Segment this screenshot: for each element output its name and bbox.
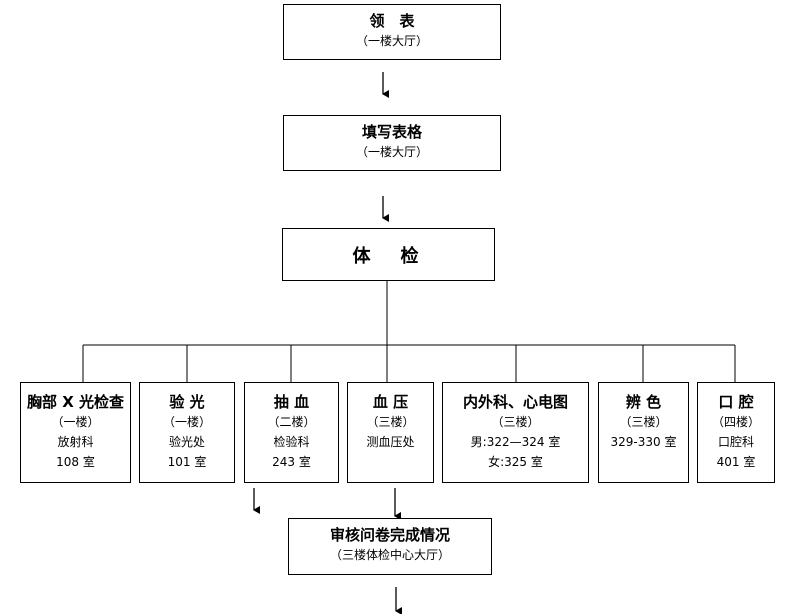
station-title: 验 光 — [169, 393, 205, 411]
station-dept: 测血压处 — [366, 435, 415, 449]
station-dept: 口腔科 — [717, 435, 754, 449]
station-title: 胸部 X 光检查 — [26, 393, 124, 411]
station-floor: （三楼） — [366, 415, 415, 429]
station-room: 101 室 — [167, 455, 207, 469]
station-title: 血 压 — [372, 393, 409, 411]
station-floor: （一楼） — [51, 415, 100, 429]
step-title: 填写表格 — [361, 123, 422, 141]
station-title: 抽 血 — [273, 393, 310, 411]
station-internal-surgery-ecg: 内外科、心电图 （三楼） 男:322—324 室 女:325 室 — [442, 382, 589, 483]
station-floor: （一楼） — [162, 415, 211, 429]
station-room: 108 室 — [56, 455, 95, 469]
station-room: 401 室 — [716, 455, 756, 469]
station-room: 243 室 — [272, 455, 311, 469]
step-location: （一楼大厅） — [355, 34, 428, 48]
station-dept: 男:322—324 室 — [470, 435, 561, 449]
station-dept: 检验科 — [273, 435, 310, 449]
step-fill-form: 填写表格 （一楼大厅） — [283, 115, 501, 171]
step-title: 领 表 — [369, 12, 415, 30]
step-review-questionnaire: 审核问卷完成情况 （三楼体检中心大厅） — [288, 518, 492, 575]
station-room: 女:325 室 — [488, 455, 543, 469]
station-title: 辨 色 — [625, 393, 662, 411]
step-location: （三楼体检中心大厅） — [329, 548, 450, 562]
station-floor: （二楼） — [267, 415, 316, 429]
step-collect-form: 领 表 （一楼大厅） — [283, 4, 501, 60]
station-dept: 验光处 — [168, 435, 205, 449]
station-blood-draw: 抽 血 （二楼） 检验科 243 室 — [244, 382, 339, 483]
step-physical-exam: 体 检 — [282, 228, 495, 281]
station-chest-xray: 胸部 X 光检查 （一楼） 放射科 108 室 — [20, 382, 131, 483]
station-title: 内外科、心电图 — [462, 393, 568, 411]
station-optometry: 验 光 （一楼） 验光处 101 室 — [139, 382, 235, 483]
station-title: 口 腔 — [718, 393, 754, 411]
station-floor: （三楼） — [491, 415, 540, 429]
station-floor: （三楼） — [619, 415, 668, 429]
step-title: 体 检 — [352, 245, 425, 267]
station-dental: 口 腔 （四楼） 口腔科 401 室 — [697, 382, 775, 483]
step-title: 审核问卷完成情况 — [329, 526, 450, 544]
station-dept: 放射科 — [57, 435, 94, 449]
station-dept: 329-330 室 — [610, 435, 677, 449]
step-location: （一楼大厅） — [355, 145, 428, 159]
station-color-vision: 辨 色 （三楼） 329-330 室 — [598, 382, 689, 483]
station-floor: （四楼） — [711, 415, 760, 429]
station-blood-pressure: 血 压 （三楼） 测血压处 — [347, 382, 434, 483]
